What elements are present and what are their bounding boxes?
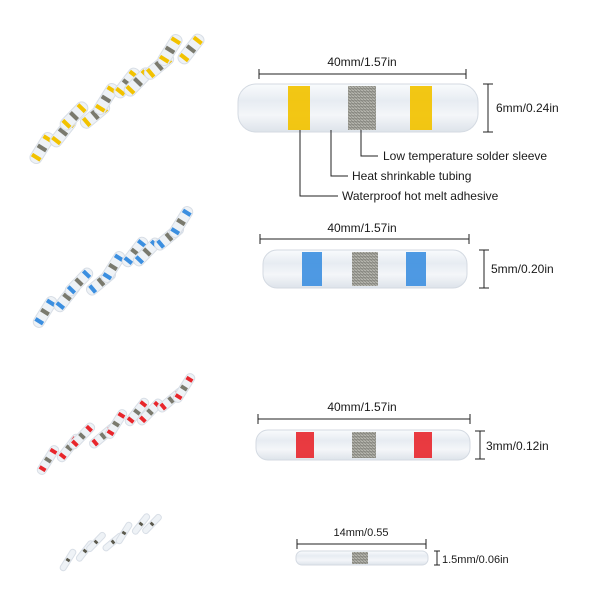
callout-heat-shrink-tubing: Heat shrinkable tubing <box>352 169 471 183</box>
connector-diagram-blue: 40mm/1.57in 5mm/0.20in <box>259 221 554 289</box>
dimension-diameter-blue: 5mm/0.20in <box>479 249 554 289</box>
thumb-connector <box>168 206 194 238</box>
thumb-connector <box>157 33 183 67</box>
diameter-label-blue: 5mm/0.20in <box>491 262 554 276</box>
thumb-connector <box>68 422 96 450</box>
thumb-connector <box>124 397 150 427</box>
connector-tube-yellow <box>237 83 479 133</box>
band-right-red <box>414 432 432 458</box>
dimension-length-red: 40mm/1.57in <box>257 400 471 424</box>
solder-sleeve-blue <box>352 252 378 286</box>
connector-tube-clear <box>295 550 429 566</box>
dimension-diameter-yellow: 6mm/0.24in <box>483 83 559 133</box>
solder-sleeve-red <box>352 432 376 458</box>
thumb-connector <box>36 445 60 475</box>
band-left-blue <box>302 252 322 286</box>
thumb-connector <box>172 373 196 403</box>
thumb-connector <box>131 513 151 535</box>
thumb-connector <box>142 513 162 535</box>
thumb-connector <box>100 251 126 283</box>
band-left-red <box>296 432 314 458</box>
length-label-blue: 40mm/1.57in <box>327 221 396 235</box>
callout-solder-sleeve: Low temperature solder sleeve <box>383 149 547 163</box>
callout-hot-melt-adhesive: Waterproof hot melt adhesive <box>342 189 499 203</box>
thumb-connector <box>29 131 55 165</box>
connector-tube-red <box>255 429 471 461</box>
band-right-blue <box>406 252 426 286</box>
band-left-yellow <box>288 86 310 130</box>
connector-diagram-red: 40mm/1.57in 3mm/0.12in <box>255 400 549 461</box>
thumb-yellow <box>29 33 205 165</box>
connector-tube-blue <box>262 249 468 289</box>
diameter-label-red: 3mm/0.12in <box>486 439 549 453</box>
solder-sleeve-yellow <box>348 86 376 130</box>
thumb-red <box>36 373 196 475</box>
length-label-clear: 14mm/0.55 <box>333 527 388 539</box>
connector-diagram-clear: 14mm/0.55 1.5mm/0.06in <box>295 527 509 566</box>
dimension-length-blue: 40mm/1.57in <box>259 221 470 244</box>
thumb-connector <box>104 409 128 439</box>
thumb-connector <box>93 82 119 116</box>
band-right-yellow <box>410 86 432 130</box>
solder-sleeve-clear <box>352 552 368 564</box>
diameter-label-clear: 1.5mm/0.06in <box>442 554 509 566</box>
thumb-connector <box>177 33 205 65</box>
length-label-red: 40mm/1.57in <box>327 400 396 414</box>
connector-diagram-yellow: 40mm/1.57in 6mm/0.24in Low temperature s… <box>237 55 559 203</box>
thumb-connector <box>115 521 133 545</box>
diameter-label-yellow: 6mm/0.24in <box>496 101 559 115</box>
dimension-length-yellow: 40mm/1.57in <box>258 55 467 79</box>
thumb-connector <box>121 236 149 268</box>
dimension-diameter-clear: 1.5mm/0.06in <box>434 550 509 566</box>
callouts: Low temperature solder sleeve Heat shrin… <box>299 130 547 203</box>
thumb-connector <box>64 267 94 297</box>
length-label-yellow: 40mm/1.57in <box>327 55 396 69</box>
thumb-blue <box>32 206 194 328</box>
dimension-diameter-red: 3mm/0.12in <box>475 430 549 460</box>
thumb-connector <box>86 531 106 553</box>
thumb-connector <box>59 101 89 131</box>
dimension-length-clear: 14mm/0.55 <box>296 527 427 549</box>
thumb-connector <box>32 296 58 328</box>
thumb-connector <box>59 548 77 572</box>
thumb-clear <box>59 513 162 572</box>
